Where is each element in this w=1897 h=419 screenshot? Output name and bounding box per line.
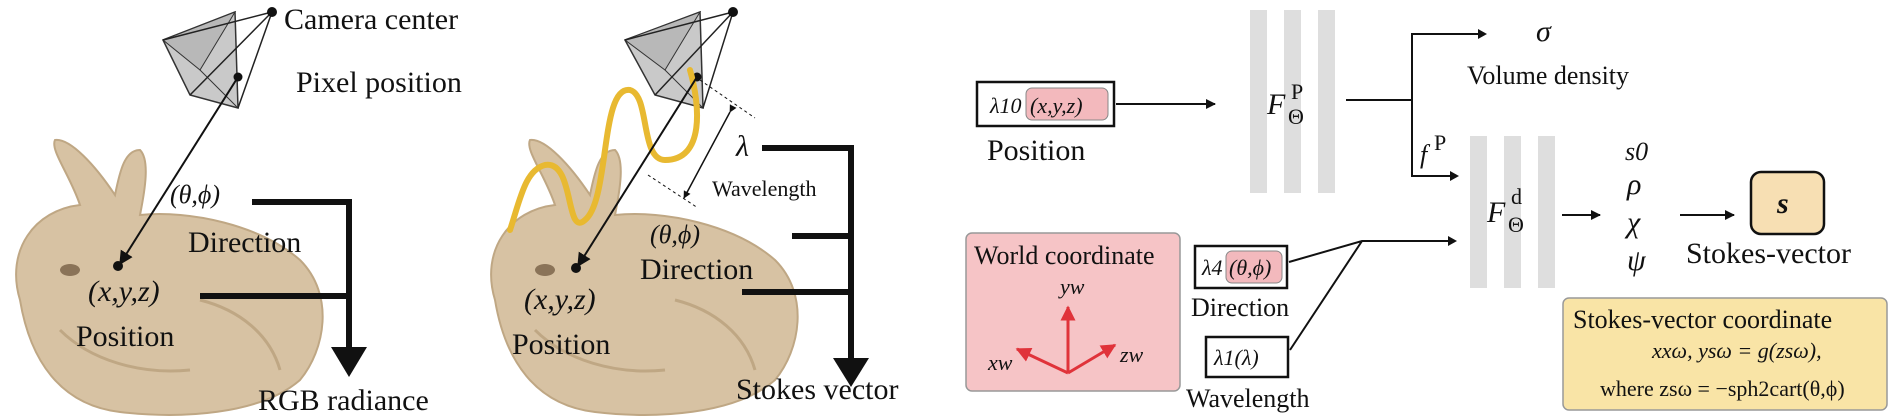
direction-label-1: Direction	[188, 226, 301, 259]
volume-density-label: Volume density	[1467, 61, 1629, 90]
position-label-1: Position	[76, 320, 174, 353]
fp-subscript: Θ	[1288, 104, 1304, 129]
fd-superscript: d	[1511, 184, 1522, 209]
ray-1	[119, 76, 239, 266]
camera-center-label: Camera center	[284, 3, 458, 36]
world-x-label: xw	[987, 350, 1013, 375]
position-highlight	[1025, 87, 1109, 121]
direction-label-2: Direction	[640, 253, 753, 286]
rgb-radiance-label: RGB radiance	[258, 384, 429, 417]
wavelength-label-3: Wavelength	[1186, 384, 1310, 413]
wavelength-wave	[507, 67, 701, 233]
fd-symbol: F	[1486, 196, 1506, 229]
stokes-coordinate-eq2: where zsω = −sph2cart(θ,ϕ)	[1600, 376, 1845, 401]
position-symbol-2: (x,y,z)	[524, 283, 596, 316]
fd-subscript: Θ	[1508, 212, 1524, 237]
position-argument: (x,y,z)	[1030, 93, 1083, 118]
stokes-coordinate-eq1: xxω, ysω = g(zsω),	[1651, 338, 1822, 363]
ray-2	[577, 76, 698, 268]
wavelength-encoding: λ1(λ)	[1213, 345, 1259, 370]
wavelength-input-box	[1204, 335, 1290, 379]
panel-network: λ10 (x,y,z) Position F Θ P σ Volume dens…	[965, 10, 1888, 413]
wavelength-span-arrow	[683, 104, 737, 199]
output-s0: s0	[1625, 137, 1648, 166]
fp-symbol: F	[1266, 88, 1286, 121]
panel-stokes: λ Wavelength (θ,ϕ) Direction (x,y,z) Pos…	[490, 7, 898, 416]
direction-encoding: λ4	[1201, 255, 1223, 280]
stokes-coordinate-title: Stokes-vector coordinate	[1573, 305, 1832, 334]
output-psi: ψ	[1627, 244, 1647, 277]
stokes-vector-output-label: Stokes vector	[736, 373, 898, 406]
world-z-label: zw	[1119, 342, 1144, 367]
stokes-node-symbol: s	[1776, 187, 1789, 220]
pixel-position-label: Pixel position	[296, 66, 462, 99]
merge-lines-2	[742, 145, 854, 360]
fp-superscript: P	[1291, 79, 1303, 104]
stokes-node-box	[1749, 170, 1826, 236]
output-arrowhead-1	[331, 347, 367, 377]
direction-symbol-2: (θ,ϕ)	[650, 220, 700, 249]
direction-argument: (θ,ϕ)	[1229, 255, 1271, 280]
panel-rgb: Camera center Pixel position (θ,ϕ) Direc…	[15, 3, 462, 417]
stokes-coordinate-box: Stokes-vector coordinate xxω, ysω = g(zs…	[1562, 297, 1888, 411]
direction-highlight	[1225, 250, 1283, 284]
position-encoding: λ10	[989, 93, 1022, 118]
camera-frustum-2	[623, 7, 738, 109]
position-symbol-1: (x,y,z)	[88, 275, 160, 308]
fp-output-branch	[1346, 33, 1478, 177]
stokes-vector-label: Stokes-vector	[1686, 237, 1851, 270]
fd-network-block: F Θ d	[1470, 136, 1555, 288]
output-rho: ρ	[1626, 168, 1641, 201]
world-coordinate-box: World coordinate yw xw zw	[965, 232, 1181, 392]
direction-symbol-1: (θ,ϕ)	[170, 180, 220, 209]
merge-lines-1	[200, 199, 352, 348]
world-z-axis	[1067, 343, 1117, 375]
position-label-3: Position	[987, 134, 1085, 167]
sigma-symbol: σ	[1536, 15, 1552, 48]
world-x-axis	[1015, 347, 1069, 375]
wavelength-label-2: Wavelength	[712, 176, 817, 201]
output-arrowhead-2	[833, 358, 869, 387]
direction-label-3: Direction	[1191, 293, 1289, 322]
fp-network-block: F Θ P	[1250, 10, 1335, 193]
feature-superscript: P	[1434, 130, 1446, 155]
world-y-label: yw	[1058, 274, 1085, 299]
world-coordinate-title: World coordinate	[974, 241, 1155, 270]
bunny-illustration-2	[490, 138, 799, 416]
dir-wave-merge	[1288, 240, 1448, 351]
position-label-2: Position	[512, 328, 610, 361]
wavelength-symbol: λ	[735, 130, 749, 163]
camera-frustum-1	[161, 7, 277, 109]
output-chi: χ	[1624, 206, 1641, 239]
feature-symbol: f	[1420, 140, 1431, 169]
